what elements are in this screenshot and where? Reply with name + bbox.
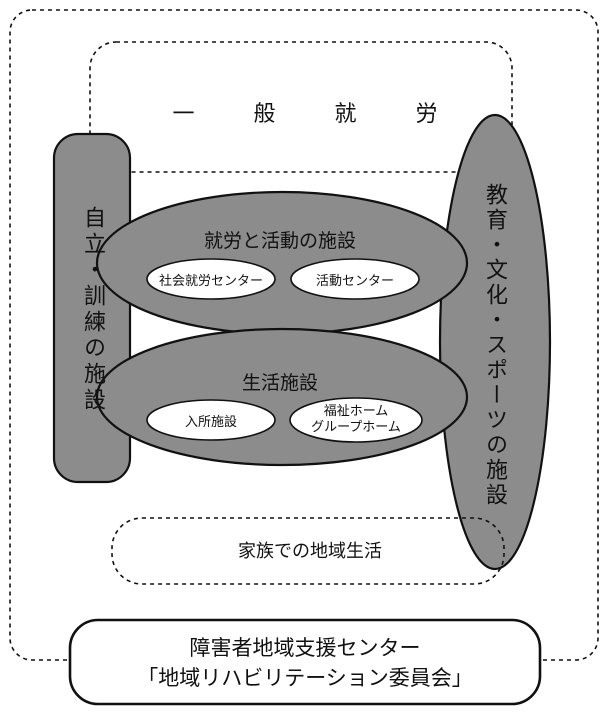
family-community-life-label: 家族での地域生活	[238, 541, 382, 562]
general-work-label: 一 般 就 労	[172, 102, 464, 127]
activity-center-oval	[290, 258, 420, 300]
self-reliance-label: 自立・訓練の施設	[80, 206, 105, 414]
group-home-text: グループホーム	[311, 420, 401, 435]
social-work-center-label: 社会就労センター	[158, 273, 263, 289]
education-culture-sports-label: 教育・文化・スポーツの施設	[482, 182, 507, 508]
rehabilitation-committee-name: 「地域リハビリテーション委員会」	[137, 666, 473, 690]
welfare-home-text: 福祉ホーム	[323, 404, 389, 419]
residential-facility-oval	[146, 399, 276, 441]
education-culture-sports-ellipse	[438, 113, 552, 571]
welfare-group-home-oval	[289, 397, 423, 443]
general-work-region	[89, 41, 513, 173]
activity-center-label: 活動センター	[315, 273, 394, 289]
support-center-name: 障害者地域支援センター	[189, 636, 421, 660]
living-facility-title: 生活施設	[241, 371, 318, 394]
residential-facility-label: 入所施設	[184, 414, 237, 430]
support-center-box	[68, 618, 542, 706]
welfare-group-home-label: 福祉ホーム グループホーム	[290, 398, 422, 442]
social-work-center-oval	[146, 258, 276, 300]
work-activity-title: 就労と活動の施設	[203, 229, 356, 252]
